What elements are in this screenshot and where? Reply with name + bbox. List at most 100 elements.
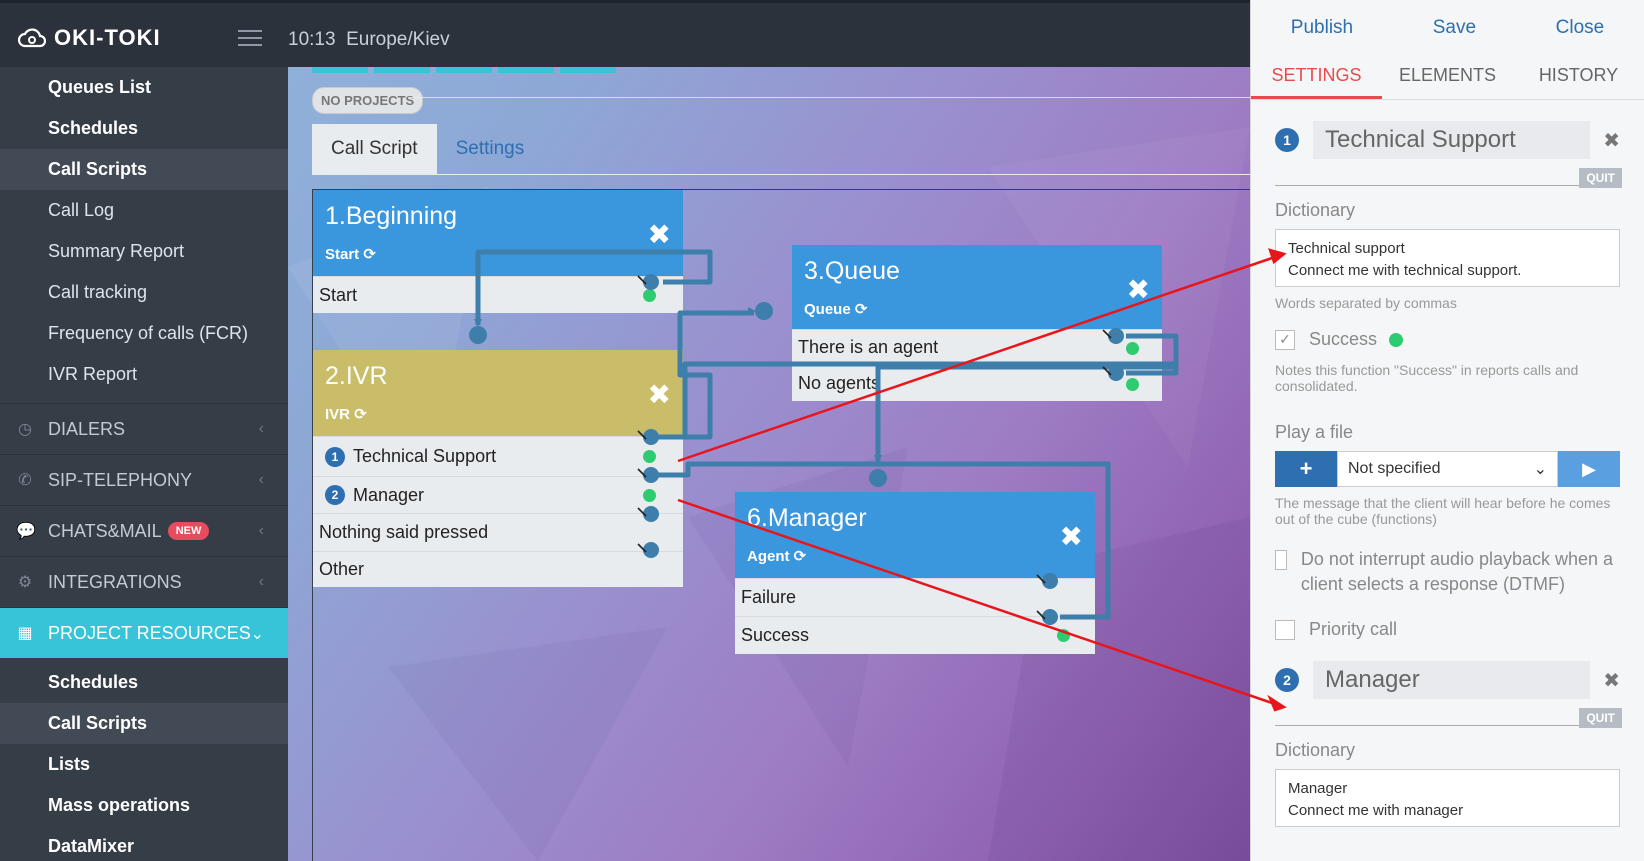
add-file-button[interactable]: + — [1275, 451, 1337, 487]
dictionary-textarea[interactable]: Technical support Connect me with techni… — [1275, 229, 1620, 287]
node-row[interactable]: There is an agent — [792, 329, 1162, 365]
response-number: 1 — [325, 446, 345, 467]
refresh-icon[interactable]: ⟳ — [354, 406, 367, 423]
node-row[interactable]: Success — [735, 616, 1095, 654]
status-dot — [1057, 629, 1070, 642]
success-checkbox[interactable]: ✓ — [1275, 329, 1295, 350]
toolbar-stripes — [312, 67, 616, 73]
refresh-icon[interactable]: ⟳ — [363, 246, 376, 263]
quit-divider: QUIT — [1275, 704, 1622, 728]
sidebar-section-project-resources[interactable]: ▦PROJECT RESOURCES⌄ — [0, 607, 288, 658]
play-button[interactable]: ▶ — [1558, 451, 1620, 487]
success-dot — [1389, 332, 1404, 347]
refresh-icon[interactable]: ⟳ — [854, 301, 868, 318]
tab-settings[interactable]: Settings — [455, 138, 525, 159]
sidebar-item-project-schedules[interactable]: Schedules — [0, 662, 288, 703]
node-header: 3.Queue Queue ⟳ ✖ — [792, 245, 1162, 329]
close-icon[interactable]: ✖ — [1126, 274, 1150, 305]
sidebar-item-datamixer[interactable]: DataMixer — [0, 826, 288, 861]
sidebar-item-label: IVR Report — [48, 364, 138, 384]
priority-row: Priority call — [1275, 619, 1620, 640]
nointerrupt-checkbox[interactable] — [1275, 550, 1287, 570]
sidebar-section-dialers[interactable]: ◷DIALERS‹ — [0, 403, 288, 454]
node-row[interactable]: Failure — [735, 578, 1095, 616]
sidebar-item-summary-report[interactable]: Summary Report — [0, 231, 288, 272]
row-label: Failure — [741, 587, 797, 607]
dictionary-textarea[interactable]: Manager Connect me with manager — [1275, 769, 1620, 827]
sidebar-item-schedules[interactable]: Schedules — [0, 108, 288, 149]
phone-icon: ✆ — [18, 472, 32, 489]
close-icon[interactable]: ✖ — [1059, 521, 1083, 552]
tab-elements[interactable]: ELEMENTS — [1398, 65, 1497, 85]
row-label: There is an agent — [798, 337, 939, 357]
clock: 10:13 Europe/Kiev — [288, 29, 450, 51]
close-icon[interactable]: ✖ — [1603, 670, 1620, 692]
sidebar-item-queues-list[interactable]: Queues List — [0, 67, 288, 108]
panel-body: 1 Technical Support ✖ QUIT Dictionary Te… — [1251, 100, 1644, 827]
node-row[interactable]: Start — [313, 276, 683, 313]
node-type-label: Agent — [747, 548, 790, 565]
sidebar-item-call-scripts[interactable]: Call Scripts — [0, 149, 288, 190]
no-projects-badge[interactable]: NO PROJECTS — [312, 87, 424, 114]
quit-button[interactable]: QUIT — [1579, 168, 1622, 188]
sidebar-section-integrations[interactable]: ⚙INTEGRATIONS‹ — [0, 556, 288, 607]
sidebar-item-label: Lists — [48, 754, 91, 774]
script-editor: NO PROJECTS Call Script Settings 1.Begin… — [288, 67, 1250, 861]
logo[interactable]: OKI-TOKI — [18, 25, 161, 51]
close-icon[interactable]: ✖ — [1603, 130, 1620, 152]
response-name-input[interactable]: Manager — [1313, 661, 1590, 699]
sidebar-item-lists[interactable]: Lists — [0, 744, 288, 785]
sidebar-item-call-tracking[interactable]: Call tracking — [0, 272, 288, 313]
response-name-input[interactable]: Technical Support — [1313, 121, 1590, 159]
sidebar-item-call-log[interactable]: Call Log — [0, 190, 288, 231]
grid-icon: ▦ — [17, 625, 33, 642]
sidebar-item-mass-operations[interactable]: Mass operations — [0, 785, 288, 826]
node-row[interactable]: Nothing said pressed — [313, 513, 683, 551]
menu-icon[interactable] — [238, 30, 262, 48]
node-header: 6.Manager Agent ⟳ ✖ — [735, 492, 1095, 578]
chevron-left-icon: ‹ — [258, 573, 264, 590]
row-label: Success — [741, 625, 810, 645]
node-queue[interactable]: 3.Queue Queue ⟳ ✖ There is an agent No a… — [792, 245, 1162, 401]
close-icon[interactable]: ✖ — [647, 379, 671, 410]
publish-button[interactable]: Publish — [1290, 17, 1354, 38]
success-label: Success — [1309, 329, 1378, 349]
sidebar-item-ivr-report[interactable]: IVR Report — [0, 354, 288, 395]
node-type-label: Start — [325, 246, 360, 263]
response-1-header: 1 Technical Support ✖ — [1275, 120, 1620, 160]
clock-timezone: Europe/Kiev — [346, 29, 450, 50]
node-row[interactable]: No agents — [792, 365, 1162, 401]
sidebar-section-sip[interactable]: ✆SIP-TELEPHONY‹ — [0, 454, 288, 505]
sidebar-item-project-call-scripts[interactable]: Call Scripts — [0, 703, 288, 744]
quit-button[interactable]: QUIT — [1579, 708, 1622, 728]
save-button[interactable]: Save — [1432, 17, 1477, 38]
close-button[interactable]: Close — [1555, 17, 1605, 38]
node-row[interactable]: Other — [313, 551, 683, 587]
gears-icon: ⚙ — [17, 574, 33, 591]
divider — [312, 174, 1250, 175]
tab-history[interactable]: HISTORY — [1538, 65, 1619, 85]
sidebar-item-label: Schedules — [48, 672, 139, 692]
node-manager[interactable]: 6.Manager Agent ⟳ ✖ Failure Success — [735, 492, 1095, 654]
node-beginning[interactable]: 1.Beginning Start ⟳ ✖ Start — [313, 190, 683, 313]
sidebar-item-label: Call Scripts — [48, 159, 148, 179]
file-select[interactable]: Not specified⌄ — [1337, 451, 1558, 487]
refresh-icon[interactable]: ⟳ — [793, 548, 807, 565]
dictionary-label: Dictionary — [1275, 740, 1356, 760]
node-type: Start ⟳ — [325, 245, 671, 263]
priority-checkbox[interactable] — [1275, 619, 1295, 640]
status-dot — [1126, 342, 1139, 355]
chevron-down-icon: ⌄ — [1533, 461, 1547, 478]
chevron-left-icon: ‹ — [258, 420, 264, 437]
close-icon[interactable]: ✖ — [647, 219, 671, 250]
success-row: ✓ Success — [1275, 329, 1620, 350]
chevron-down-icon: ⌄ — [250, 626, 264, 643]
tab-call-script[interactable]: Call Script — [312, 124, 437, 174]
tab-settings[interactable]: SETTINGS — [1251, 50, 1382, 99]
script-tabs: Call Script Settings — [312, 124, 543, 174]
sidebar-item-fcr[interactable]: Frequency of calls (FCR) — [0, 313, 288, 354]
